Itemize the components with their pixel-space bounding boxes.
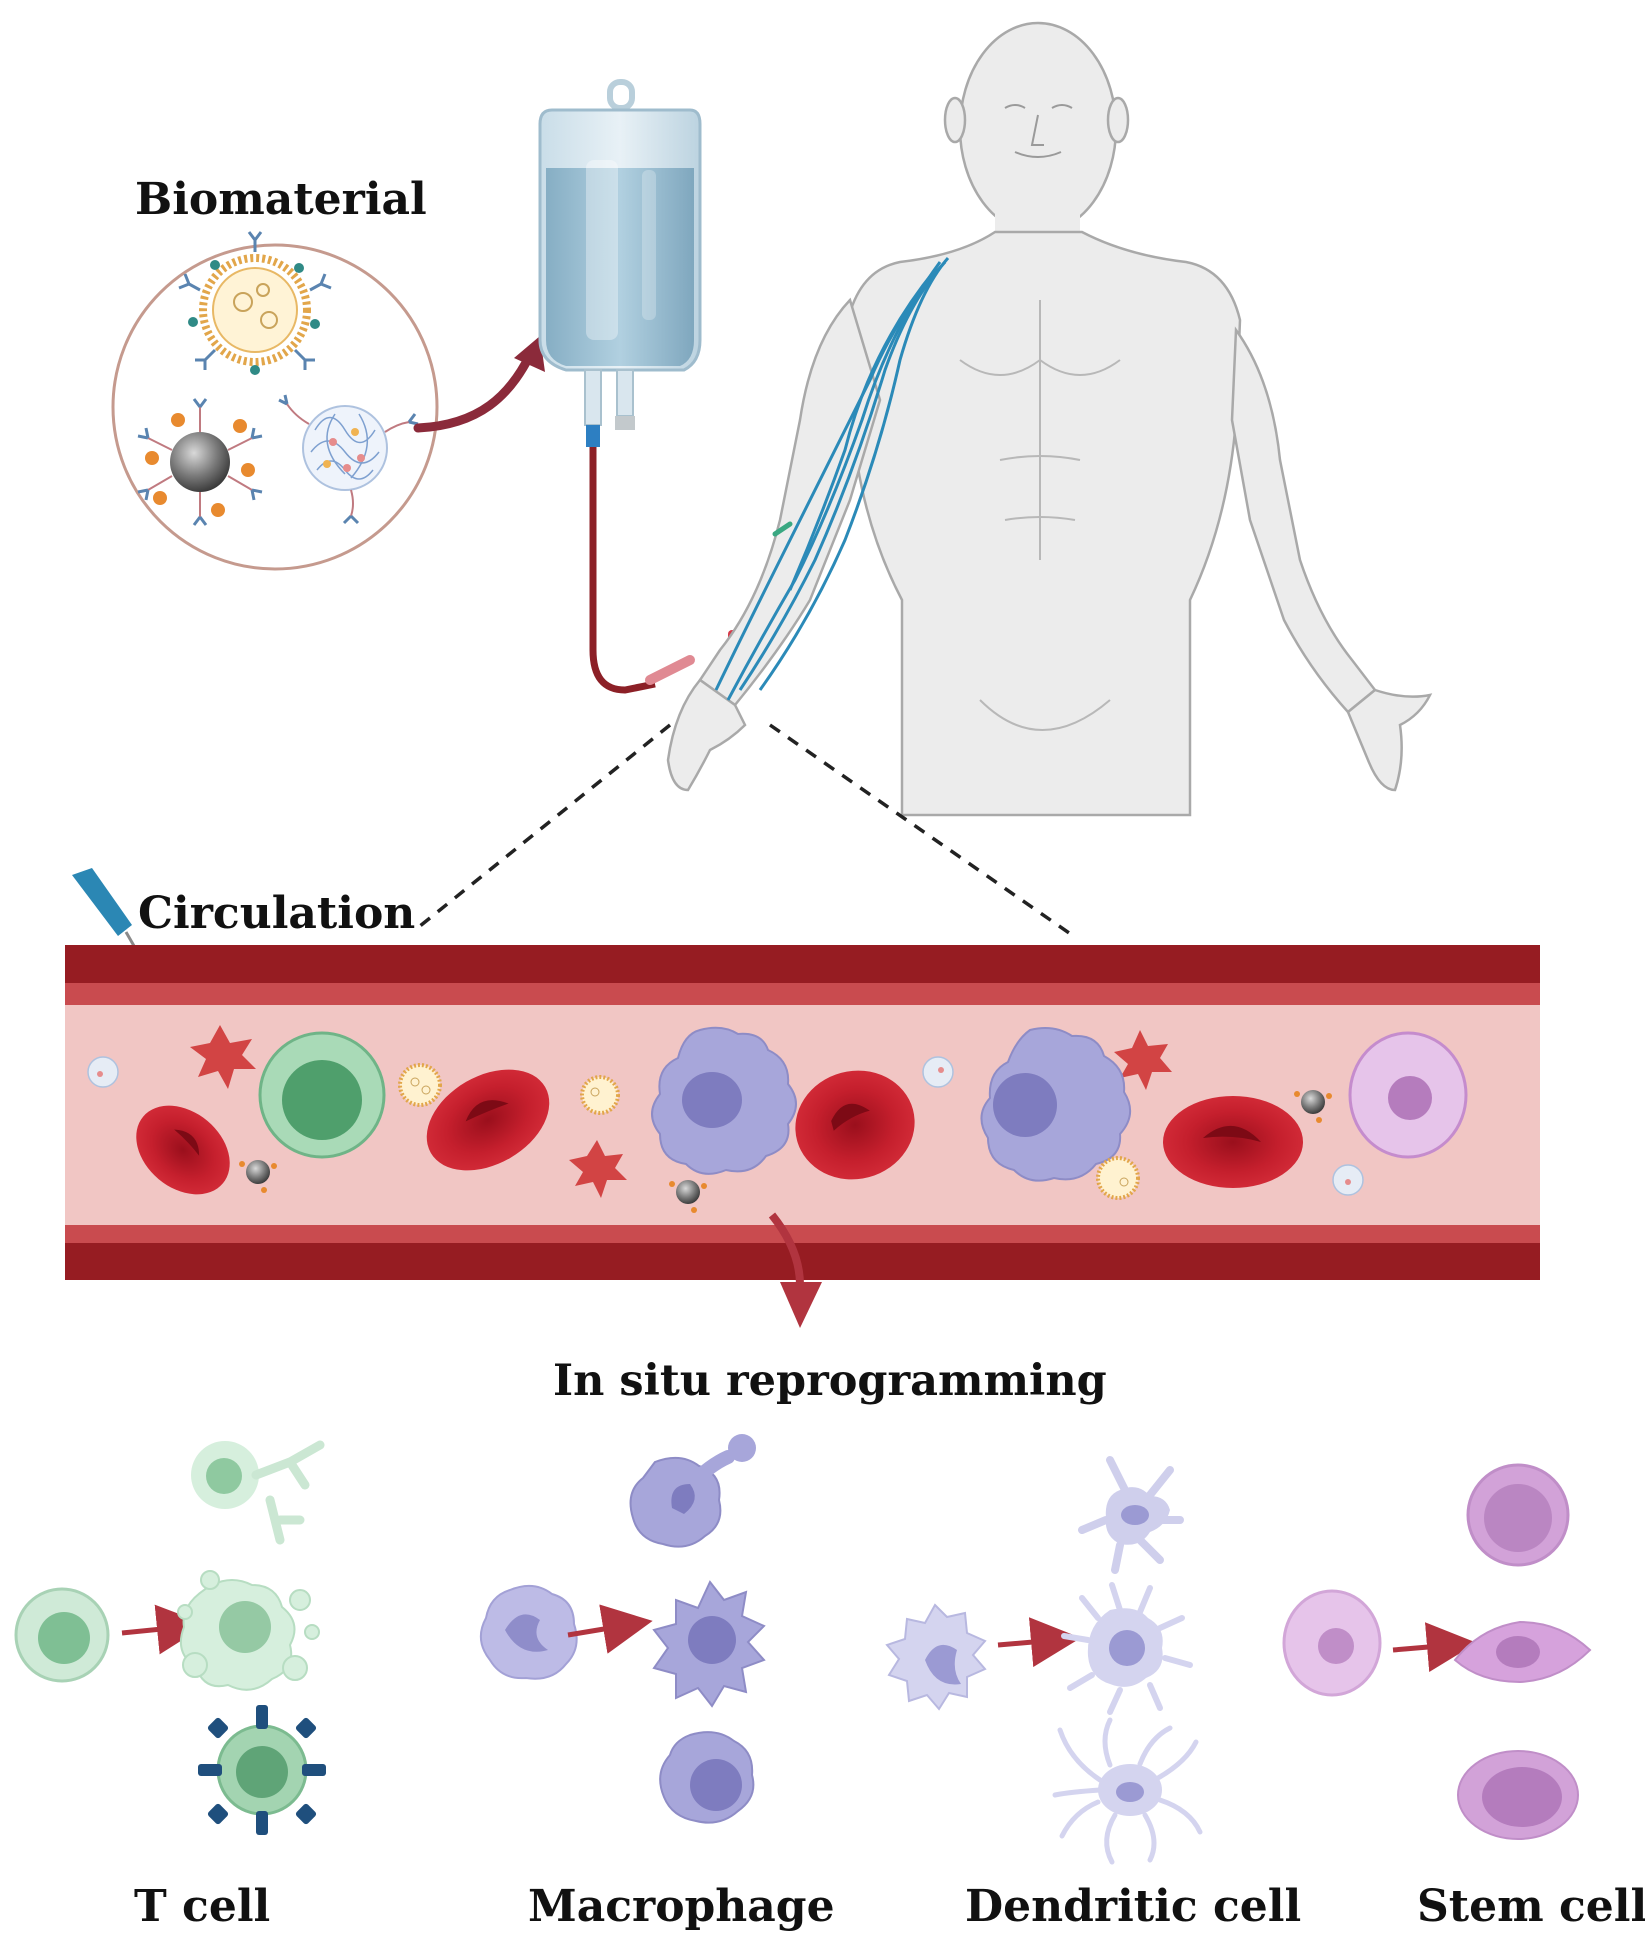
t-cell-naive-icon	[14, 1587, 110, 1683]
stem-cell-group	[1282, 1463, 1592, 1840]
stem-cell-round-icon	[1466, 1463, 1570, 1567]
in-situ-reprogramming-label: In situ reprogramming	[553, 1356, 1107, 1406]
dendritic-arrow	[997, 1617, 1081, 1668]
stem-cell-label: Stem cell	[1417, 1881, 1645, 1932]
t-cell-group	[14, 1440, 326, 1835]
t-cell-car-icon	[198, 1705, 326, 1835]
stem-cell-oval-icon	[1457, 1750, 1579, 1840]
vessel-nanoparticles	[87, 1056, 1364, 1213]
circulating-macrophage	[651, 1026, 797, 1175]
human-figure	[666, 21, 1433, 817]
dendritic-cell-group	[885, 1456, 1203, 1865]
zoom-line-right	[769, 723, 1073, 937]
to-bag-arrowhead	[514, 336, 545, 372]
circulating-stem-cell	[1348, 1031, 1468, 1159]
arm-veins	[714, 257, 950, 701]
macrophage-resting-icon	[659, 1731, 755, 1824]
iv-bag	[538, 79, 702, 447]
macrophage-group	[479, 1434, 766, 1824]
biomaterial-panel	[111, 231, 545, 571]
stem-cell-naive-icon	[1282, 1589, 1382, 1697]
dendritic-spiky-icon	[1061, 1582, 1193, 1715]
macrophage-naive-icon	[479, 1584, 578, 1680]
t-cell-branched-icon	[191, 1440, 325, 1545]
t-cell-arrow	[121, 1604, 207, 1655]
circulation-label: Circulation	[138, 888, 416, 939]
reprogramming-arrow	[768, 1212, 804, 1286]
circulating-macrophage-2	[980, 1027, 1131, 1182]
macrophage-label: Macrophage	[528, 1881, 835, 1932]
circulating-t-cell	[258, 1031, 386, 1159]
catheter-hub	[645, 655, 695, 685]
dendritic-branched-icon	[1078, 1456, 1184, 1574]
iv-tubing	[589, 447, 656, 694]
stem-cell-spindle-icon	[1453, 1620, 1592, 1684]
red-blood-cells	[136, 1069, 1303, 1195]
t-cell-label: T cell	[134, 1881, 271, 1932]
zoom-line-left	[413, 723, 672, 932]
to-bag-arrow	[413, 350, 535, 433]
biomaterial-label: Biomaterial	[135, 174, 427, 225]
macrophage-m1-icon	[652, 1580, 766, 1708]
macrophage-m2-icon	[629, 1434, 756, 1548]
stem-cell-arrow	[1392, 1622, 1477, 1673]
platelets	[190, 1025, 1172, 1198]
inorganic-nanoparticle-icon	[137, 398, 263, 526]
vein-marker	[772, 521, 793, 537]
t-cell-apoptotic-icon	[177, 1570, 320, 1691]
macrophage-arrow	[567, 1604, 653, 1654]
reprogramming-arrowhead	[780, 1282, 822, 1328]
dendritic-naive-icon	[885, 1603, 987, 1711]
dendritic-cell-label: Dendritic cell	[965, 1881, 1302, 1932]
polymer-nanoparticle-icon	[278, 394, 419, 525]
liposome-icon	[178, 231, 332, 375]
dendritic-mature-icon	[1052, 1717, 1203, 1865]
